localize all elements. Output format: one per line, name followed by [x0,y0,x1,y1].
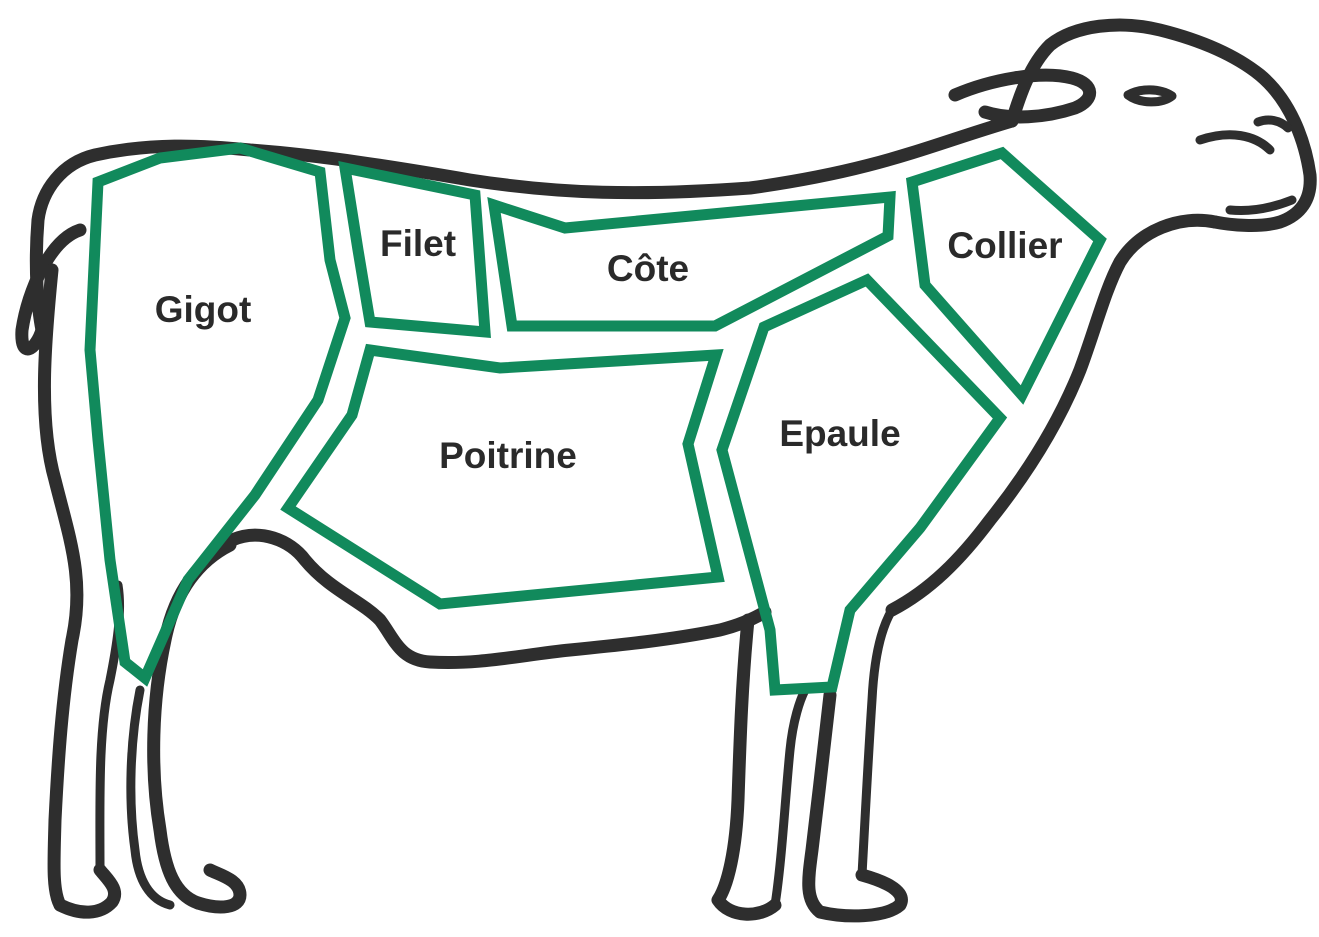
label-poitrine: Poitrine [439,435,577,476]
cut-gigot[interactable] [90,148,345,678]
cut-cote[interactable] [494,197,890,326]
label-gigot: Gigot [155,289,252,330]
chest-outline [892,220,1215,610]
hind-hoof-front [198,870,240,907]
cut-epaule[interactable] [722,280,1000,690]
fore-leg-rear-inner [775,690,805,905]
hind-leg-front [154,545,230,903]
fore-leg-rear [718,620,775,914]
nostril [1258,120,1288,128]
lamb-outline [22,25,1310,916]
label-epaule: Epaule [779,413,900,454]
label-collier: Collier [947,225,1062,266]
fore-leg-front [809,695,902,916]
mouth [1230,200,1292,211]
hind-hoof-back [60,870,115,912]
label-cote: Côte [607,248,689,289]
eye [1128,90,1172,102]
cut-poitrine[interactable] [288,350,718,604]
label-filet: Filet [380,223,456,264]
fore-leg-front-inner [862,610,892,875]
jaw-line [1200,135,1270,150]
hind-back-outline [44,270,77,905]
